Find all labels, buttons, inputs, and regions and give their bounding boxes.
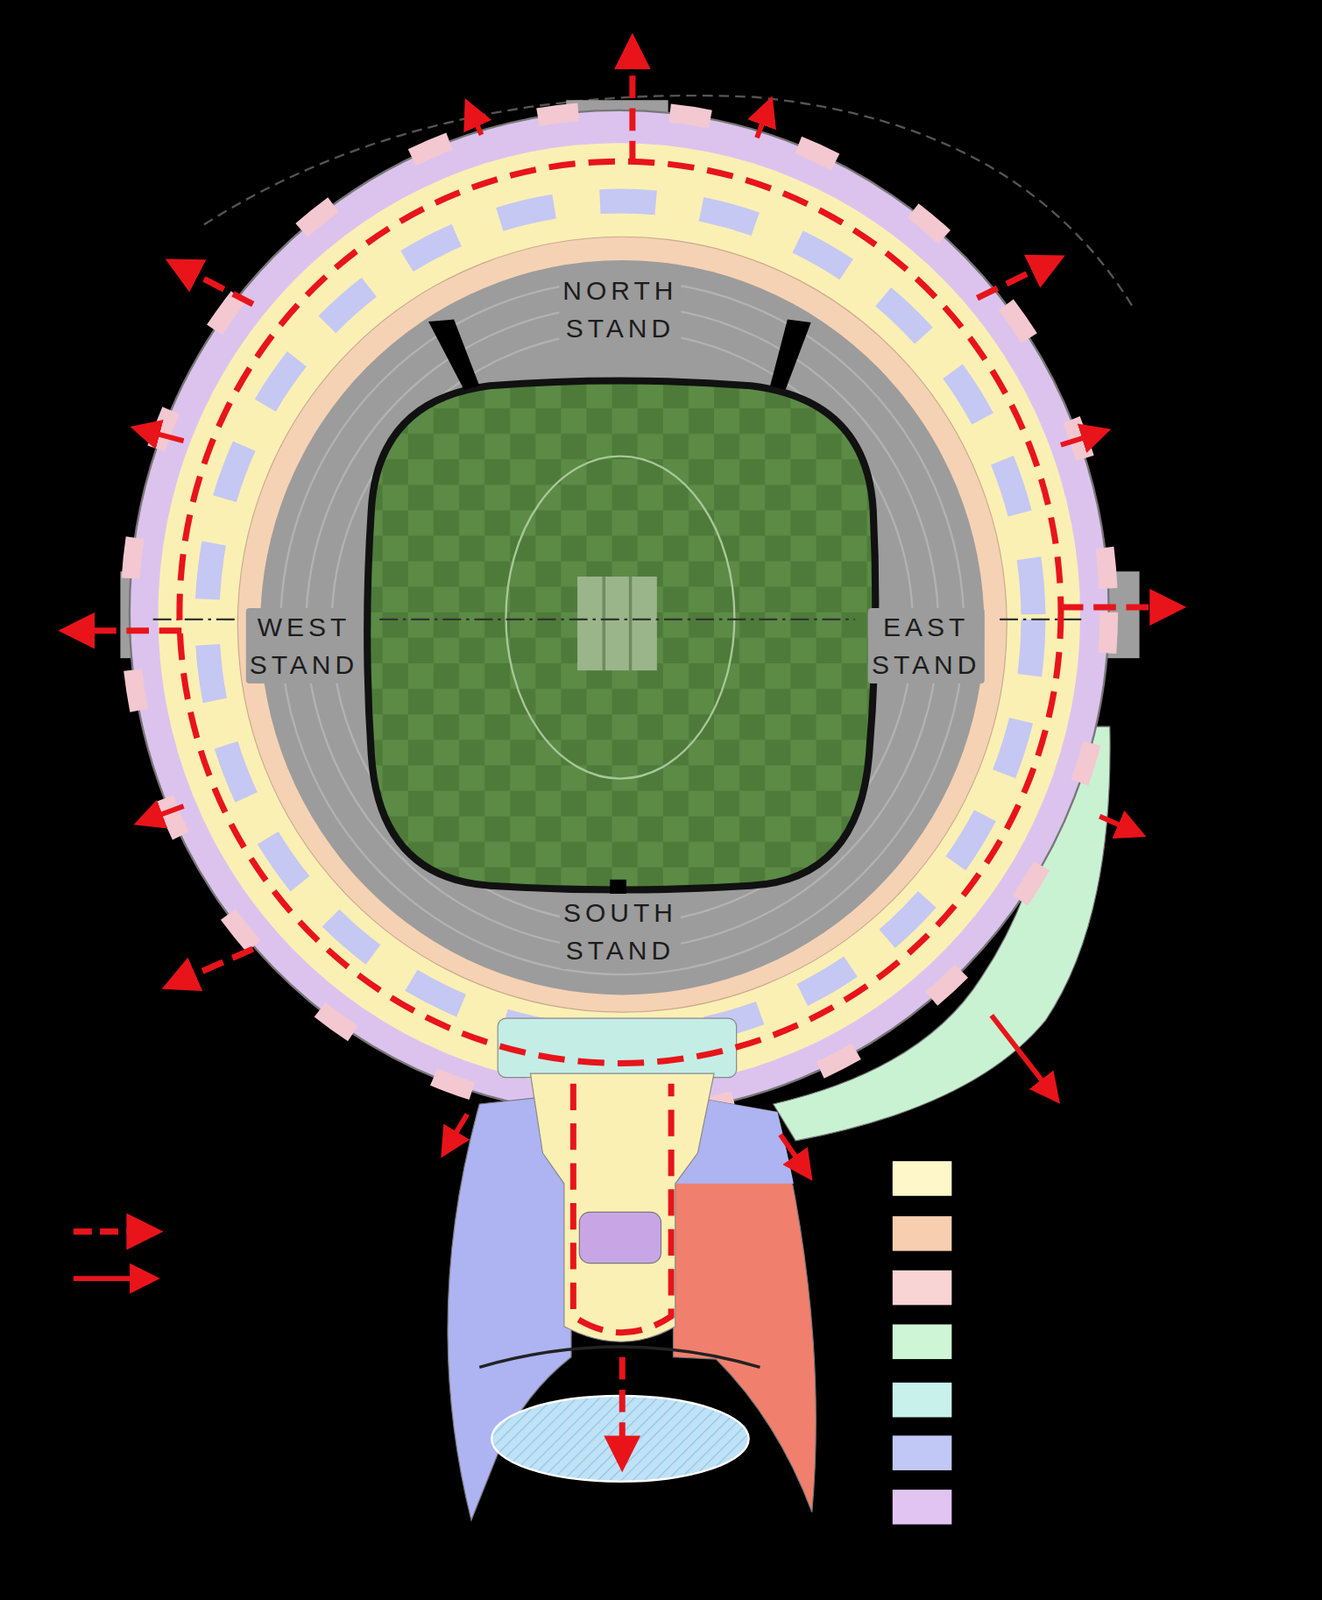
stand-label: NORTH STAND bbox=[558, 271, 681, 347]
stand-label: SOUTH STAND bbox=[559, 893, 681, 969]
stand-label: WEST STAND bbox=[246, 607, 362, 684]
stand-label: EAST STAND bbox=[868, 607, 984, 684]
